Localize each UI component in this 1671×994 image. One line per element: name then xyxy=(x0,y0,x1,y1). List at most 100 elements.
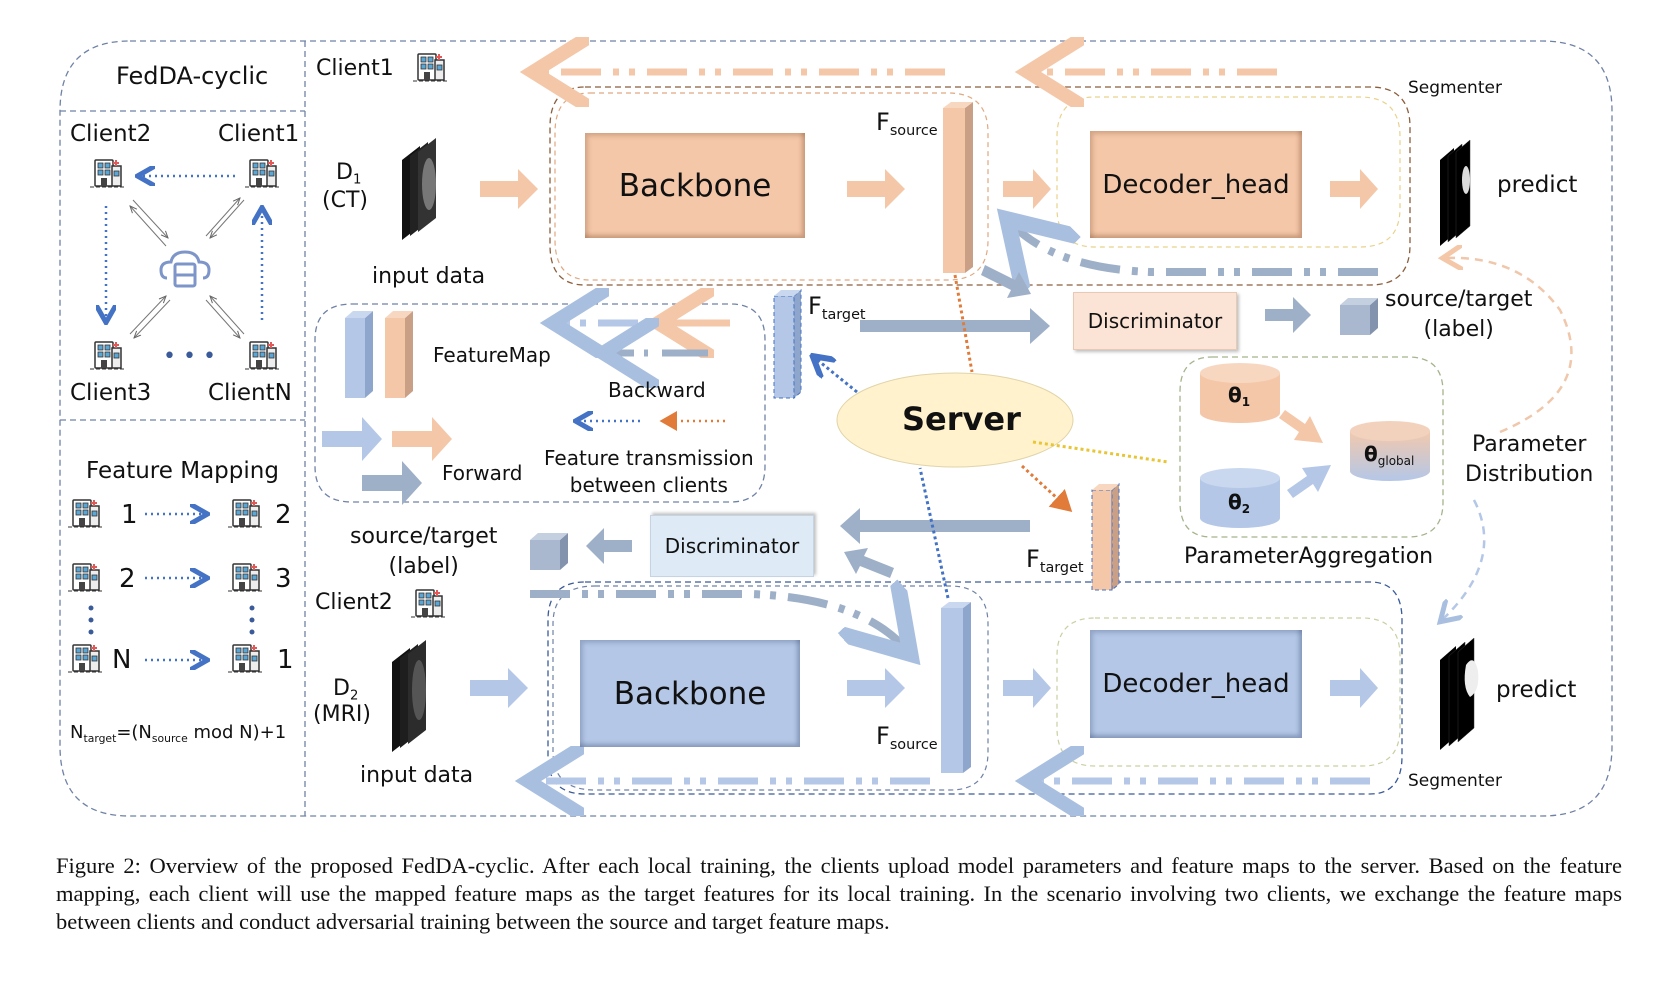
ring-label-client3: Client3 xyxy=(70,380,152,406)
client1-ct-image-stack xyxy=(402,138,436,240)
client2-input-label: input data xyxy=(360,763,474,788)
hospital-icon-map1-from xyxy=(67,499,105,528)
hospital-icon-map1-to xyxy=(227,499,265,528)
legend-forward: Forward xyxy=(442,461,523,485)
client1-fsource-label: Fsource xyxy=(876,108,938,140)
hospital-icon-client1 xyxy=(244,159,282,188)
legend-transmission: Feature transmission between clients xyxy=(544,446,754,497)
theta1-to-global-arrow xyxy=(1279,410,1323,443)
client2-domain-label: source/target (label) xyxy=(350,524,498,579)
client2-backbone: Backbone xyxy=(580,640,800,747)
vertical-ellipsis xyxy=(88,605,255,635)
hospital-icon-clientn xyxy=(244,341,282,370)
client1-fsource-bar xyxy=(943,102,973,273)
legend-backward: Backward xyxy=(608,378,706,402)
client1-segmenter-frame xyxy=(549,86,1411,286)
client1-predict-label: predict xyxy=(1497,172,1578,198)
hospital-icon-client2-header xyxy=(410,589,448,618)
client1-ftarget-label: Ftarget xyxy=(808,292,866,324)
theta1-label: θ1 xyxy=(1228,383,1251,410)
figure-caption: Figure 2: Overview of the proposed FedDA… xyxy=(56,853,1622,934)
legend-feature-map-icons xyxy=(345,311,413,398)
client2-decoder-head: Decoder_head xyxy=(1090,630,1302,738)
client1-dataset: D1 xyxy=(336,160,362,188)
client2-label-cube xyxy=(530,533,568,570)
client1-forward-arrows xyxy=(480,169,1378,209)
client1-prediction-stack xyxy=(1440,139,1471,246)
map-row-1-to: 2 xyxy=(275,500,292,530)
hospital-icon-map2-to xyxy=(227,563,265,592)
legend-frame xyxy=(314,303,766,503)
client2-backbone-frame xyxy=(552,585,989,791)
parameter-aggregation-label: ParameterAggregation xyxy=(1184,544,1434,569)
hospital-icon-mapn-from xyxy=(67,644,105,673)
ring-label-clientn: ClientN xyxy=(208,380,292,406)
client1-segmenter-label: Segmenter xyxy=(1408,78,1502,98)
server-to-client2-ftarget xyxy=(1020,464,1073,513)
client1-domain-label: source/target (label) xyxy=(1385,287,1533,342)
theta-global-cylinder xyxy=(1350,421,1430,481)
server-label: Server xyxy=(902,400,1021,438)
client1-decoder-head: Decoder_head xyxy=(1090,131,1302,238)
distribution-arc-client1 xyxy=(1445,258,1573,434)
map-row-n-from: N xyxy=(112,645,132,675)
client2-segmenter-frame xyxy=(547,581,1403,795)
map-row-1-from: 1 xyxy=(121,500,138,530)
diagram-canvas xyxy=(59,0,1613,817)
client1-label-cube xyxy=(1340,298,1378,335)
mapping-formula: Ntarget=(Nsource mod N)+1 xyxy=(70,722,287,745)
client2-prediction-stack xyxy=(1440,637,1479,750)
theta1-cylinder xyxy=(1200,363,1280,423)
client1-name: Client1 xyxy=(316,56,394,81)
client1-fsource-to-server xyxy=(953,274,974,373)
client1-backbone-frame xyxy=(554,92,989,281)
client1-discriminator: Discriminator xyxy=(1073,292,1237,350)
client1-modality: (CT) xyxy=(322,188,368,213)
client2-dataset: D2 xyxy=(333,676,359,704)
client2-discriminator: Discriminator xyxy=(650,515,814,577)
client2-fsource-bar xyxy=(941,602,971,773)
client2-mri-image-stack xyxy=(392,640,426,752)
theta2-cylinder xyxy=(1200,468,1280,528)
theta2-label: θ2 xyxy=(1228,490,1251,517)
ring-label-client1: Client1 xyxy=(218,121,300,147)
client2-ftarget-label: Ftarget xyxy=(1026,545,1084,577)
map-row-2-to: 3 xyxy=(275,564,292,594)
server-to-client1-ftarget xyxy=(815,358,858,394)
theta-global-label: θglobal xyxy=(1364,442,1415,469)
client1-ftarget-bar xyxy=(773,288,802,400)
legend-backward-arrows xyxy=(560,323,730,353)
aggregation-frame xyxy=(1179,356,1444,538)
client2-ftarget-bar xyxy=(1091,482,1120,592)
client1-input-label: input data xyxy=(372,264,486,289)
client2-fsource-label: Fsource xyxy=(876,722,938,754)
outer-frame xyxy=(59,40,1613,817)
map-row-2-from: 2 xyxy=(119,564,136,594)
client2-name: Client2 xyxy=(315,590,393,615)
server-to-aggregation xyxy=(1032,440,1169,464)
cloud-server-icon xyxy=(159,250,211,288)
distribution-arc-client2 xyxy=(1442,499,1486,620)
hospital-icon-client2 xyxy=(89,159,127,188)
hospital-icon-client1-header xyxy=(412,53,450,82)
client2-modality: (MRI) xyxy=(313,702,371,727)
map-row-n-to: 1 xyxy=(277,645,294,675)
legend-feature-map: FeatureMap xyxy=(433,343,551,367)
discriminator-arrows xyxy=(586,265,1311,578)
server-ellipse xyxy=(836,372,1074,468)
client1-backbone: Backbone xyxy=(585,133,805,238)
fedda-cyclic-diagram: FedDA-cyclic Client2 Client1 Client3 Cli… xyxy=(59,0,1613,817)
client2-forward-arrows xyxy=(470,668,1378,708)
sidebar-title: FedDA-cyclic xyxy=(116,62,269,90)
feature-mapping-title: Feature Mapping xyxy=(86,458,279,484)
ring-label-client2: Client2 xyxy=(70,121,152,147)
legend-forward-arrows xyxy=(322,417,452,505)
client1-decoder-frame xyxy=(1056,96,1401,248)
client2-disc-backward-arrow xyxy=(530,594,905,648)
client2-segmenter-label: Segmenter xyxy=(1408,771,1502,791)
hospital-icon-map2-from xyxy=(67,563,105,592)
hospital-icon-client3 xyxy=(89,341,127,370)
client1-disc-backward-arrow xyxy=(1013,225,1378,272)
client2-predict-label: predict xyxy=(1496,677,1577,703)
hospital-icon-mapn-to xyxy=(227,644,265,673)
